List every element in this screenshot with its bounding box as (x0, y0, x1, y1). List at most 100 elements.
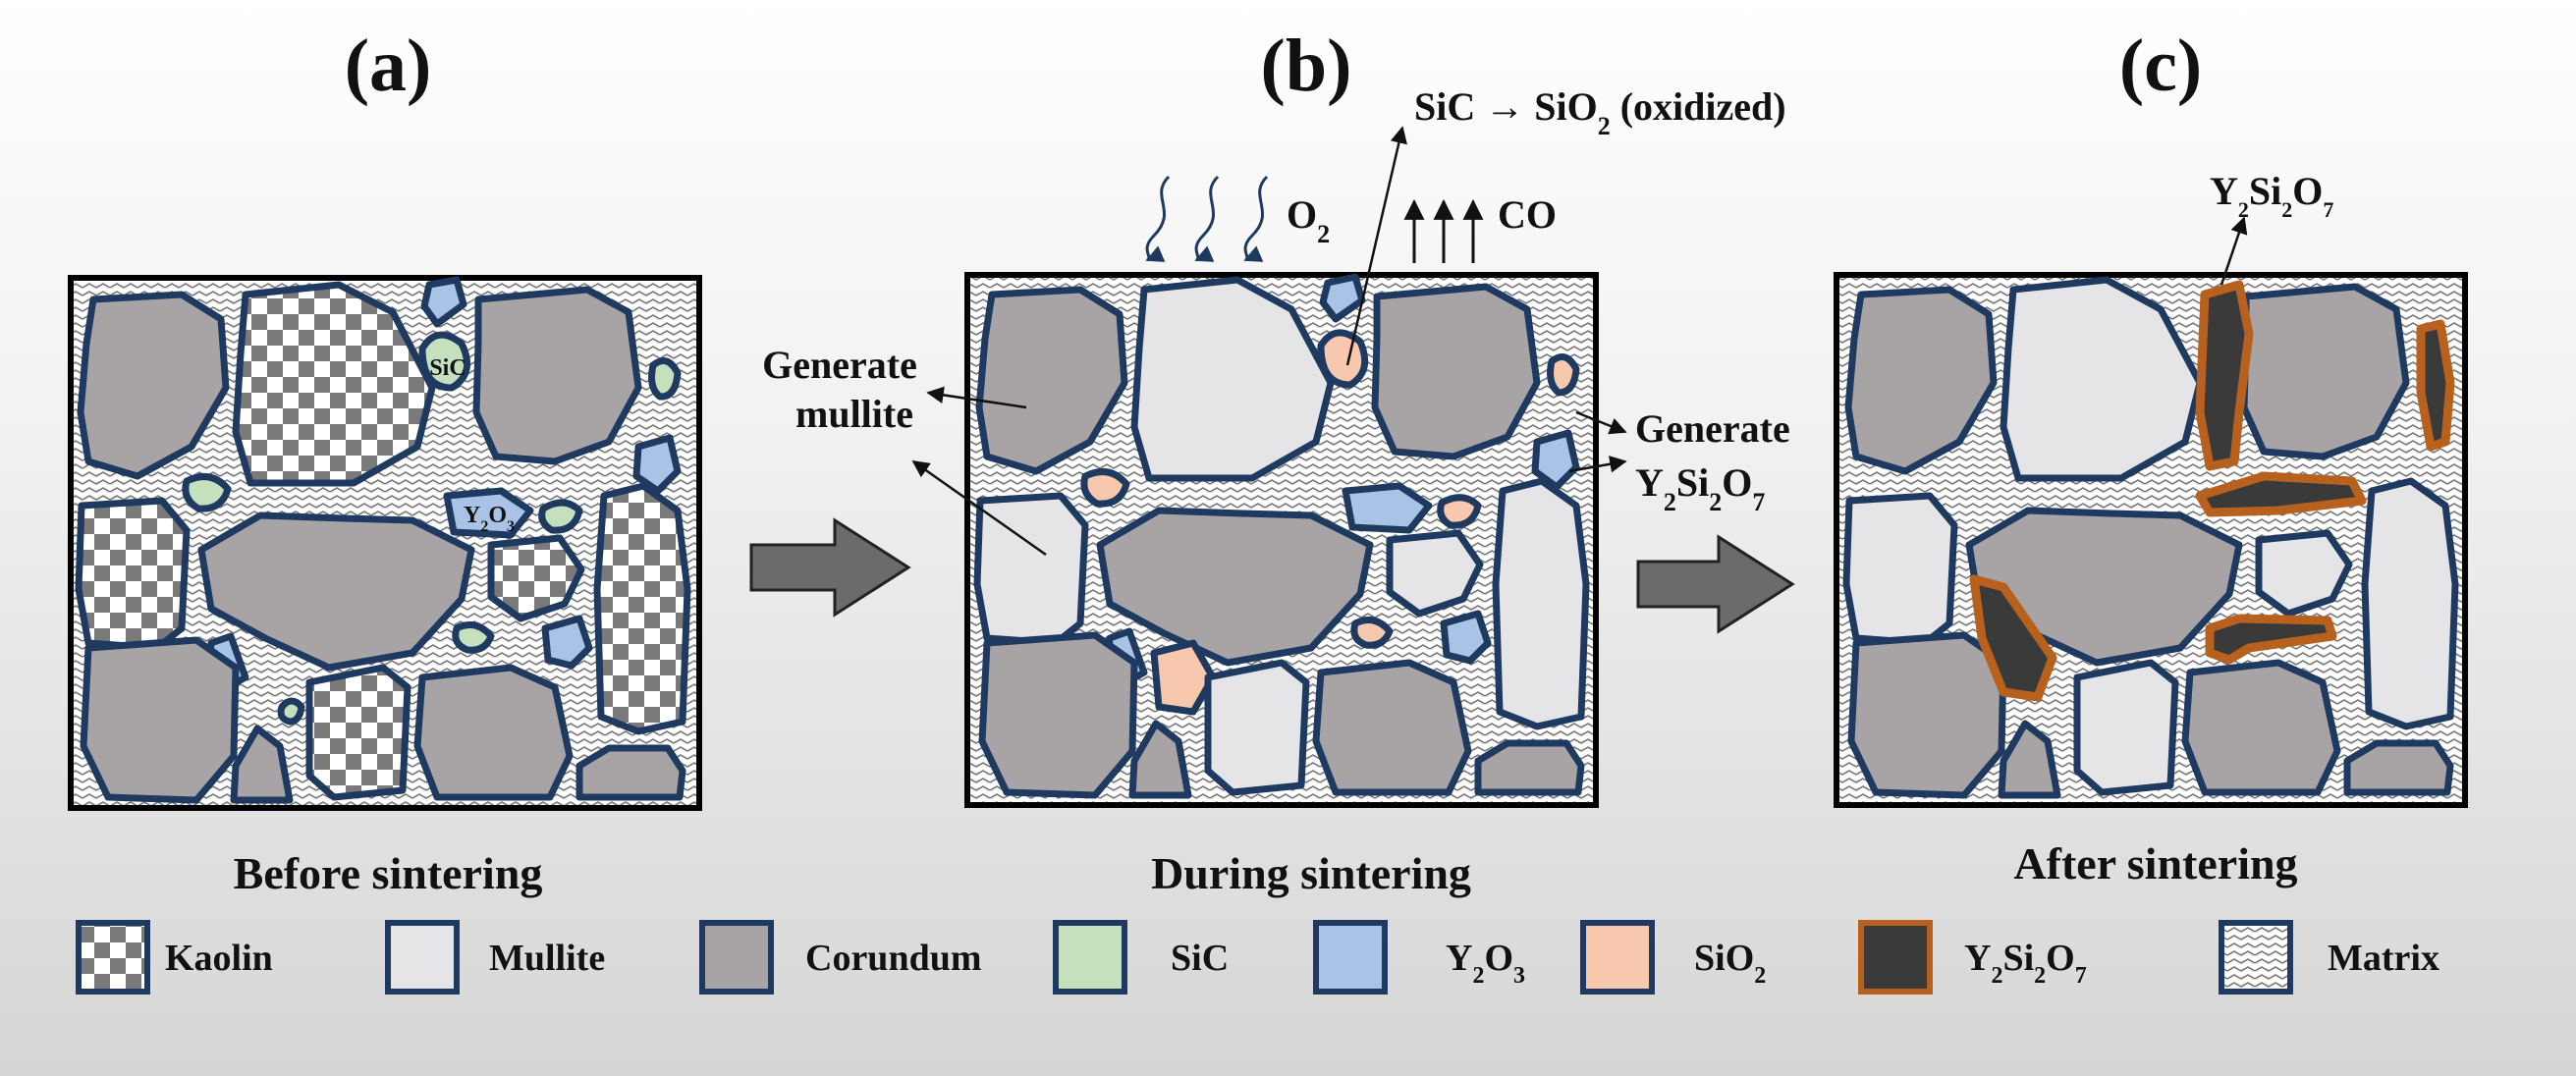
mullite-grain (1842, 492, 1958, 647)
y2o3-grain (1342, 482, 1433, 534)
panel-b-caption: During sintering (1151, 848, 1471, 898)
legend-item-corundum: Corundum (699, 920, 982, 995)
sic-grain (648, 357, 682, 401)
mullite-grain (1492, 477, 1590, 730)
y2si2o7-phase (2195, 471, 2367, 517)
sio2-grain (1080, 468, 1130, 508)
oxidation-pointer (1345, 126, 1407, 366)
corundum-grain (230, 725, 294, 804)
y2si2o7-pointer-2 (1568, 456, 1627, 473)
panel-a-caption: Before sintering (234, 848, 543, 898)
y2o3-grain (1319, 273, 1366, 323)
sic-grain (452, 620, 495, 654)
kaolin-grain (593, 482, 691, 735)
legend-item-kaolin: Kaolin (76, 920, 273, 995)
corundum-grain (978, 631, 1138, 799)
legend-swatch-corundum (699, 920, 774, 995)
legend-swatch-y2si2o7 (1858, 920, 1933, 995)
legend-item-sio2: SiO2 (1580, 920, 1766, 995)
sio2-grain (1350, 616, 1394, 649)
panel-c-caption: After sintering (2013, 838, 2297, 888)
mullite-grain (1386, 529, 1484, 618)
sio2-grain (1150, 639, 1217, 716)
y2si2o7-phase (2195, 280, 2254, 471)
mullite-pointer-1 (926, 386, 1027, 409)
y2o3-grain (443, 487, 534, 539)
corundum-grain (1128, 720, 1192, 799)
y2o3-inline-label: Y2O3 (464, 503, 515, 535)
sio2-grain (1437, 494, 1482, 529)
kaolin-grain (305, 664, 411, 801)
sic-grain (277, 697, 305, 726)
legend-label-matrix: Matrix (2328, 938, 2439, 979)
sic-grain (538, 499, 583, 534)
corundum-grain (1096, 507, 1374, 667)
oxidation-label: SiC → SiO2 (oxidized) (1414, 84, 1786, 140)
legend-label-sic: SiC (1171, 938, 1229, 979)
legend-swatch-matrix (2219, 920, 2293, 995)
sic-inline-label: SiC (429, 355, 466, 381)
generate-mullite-label-line2: mullite (795, 392, 913, 436)
legend-item-matrix: Matrix (2219, 920, 2439, 995)
o2-label: O2 (1287, 192, 1330, 248)
y2o3-grain (632, 434, 682, 495)
y2si2o7-phase (2416, 319, 2455, 452)
corundum-grain (413, 664, 574, 801)
mullite-grain (2361, 477, 2459, 730)
process-arrow-2 (1636, 534, 1795, 634)
legend-label-y2si2o7: Y2Si2O7 (1964, 938, 2087, 989)
corundum-grain (1312, 659, 1472, 796)
legend-label-y2o3: Y2O3 (1446, 938, 1525, 989)
process-arrow-1 (749, 517, 911, 618)
legend: Kaolin Mullite Corundum SiC Y2O3 SiO2 Y2… (76, 920, 2439, 995)
legend-item-y2o3: Y2O3 (1313, 920, 1525, 995)
legend-swatch-sic (1053, 920, 1127, 995)
co-outflow-arrows (1403, 198, 1484, 263)
mullite-grain (1204, 659, 1310, 796)
sio2-grain (1547, 353, 1580, 397)
corundum-grain (2343, 739, 2454, 796)
mullite-grain (2255, 529, 2353, 618)
kaolin-grain (487, 534, 585, 622)
panel-a-letter: (a) (345, 25, 432, 107)
sic-grain (182, 473, 232, 512)
y2si2o7-phase (1969, 574, 2057, 702)
mullite-grain (2073, 659, 2179, 796)
y2si2o7-top-pointer (2220, 216, 2248, 286)
corundum-grain (1371, 283, 1541, 460)
legend-label-kaolin: Kaolin (165, 938, 273, 979)
corundum-grain (80, 636, 240, 804)
sio2-grain (1317, 329, 1369, 389)
panel-a: (a) SiC Y2O3 (68, 25, 702, 898)
y2o3-grain (1440, 610, 1492, 665)
corundum-grain (975, 286, 1128, 475)
mullite-grain (1130, 276, 1335, 482)
legend-item-sic: SiC (1053, 920, 1229, 995)
corundum-grain (1844, 286, 1998, 475)
corundum-grain (77, 291, 230, 480)
legend-label-sio2: SiO2 (1694, 938, 1766, 989)
y2o3-grain (420, 276, 467, 328)
corundum-grain (2181, 659, 2341, 796)
generate-y2si2o7-label-line2: Y2Si2O7 (1635, 460, 1765, 516)
legend-swatch-sio2 (1580, 920, 1655, 995)
mullite-grain (973, 492, 1089, 647)
panel-b: (b) (762, 25, 1790, 898)
legend-item-mullite: Mullite (385, 920, 605, 995)
panel-c: (c) Y2Si2O7 After sintering (1834, 25, 2468, 888)
mullite-grain (2000, 276, 2204, 482)
y2o3-grain (1531, 429, 1580, 491)
corundum-grain (1998, 720, 2061, 799)
legend-item-y2si2o7: Y2Si2O7 (1858, 920, 2087, 995)
legend-swatch-mullite (385, 920, 460, 995)
corundum-grain (2240, 283, 2410, 460)
kaolin-grain (75, 497, 191, 652)
generate-mullite-label-line1: Generate (762, 343, 917, 387)
legend-swatch-kaolin (76, 920, 150, 995)
legend-label-mullite: Mullite (489, 938, 605, 979)
generate-y2si2o7-label-line1: Generate (1635, 406, 1790, 451)
y2si2o7-top-label: Y2Si2O7 (2210, 169, 2333, 222)
y2o3-grain (541, 615, 593, 670)
corundum-grain (472, 286, 642, 465)
